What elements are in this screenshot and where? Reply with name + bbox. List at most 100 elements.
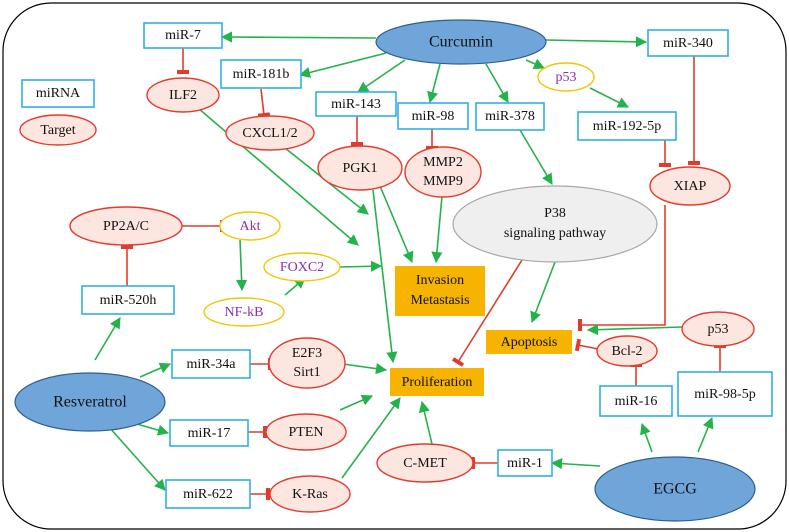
factor-p53-top-label: p53: [556, 70, 577, 85]
mirna-mir340: miR-340: [647, 29, 729, 57]
mirna-mir378-label: miR-378: [485, 109, 535, 124]
target-xiap: XIAP: [649, 166, 731, 206]
outcome-apoptosis: Apoptosis: [486, 330, 572, 354]
target-pten-label: PTEN: [289, 425, 324, 440]
factor-akt-label: Akt: [240, 219, 261, 234]
drug-resveratrol: Resveratrol: [14, 372, 166, 432]
arrow-pgk1-invasion: [379, 185, 414, 264]
drug-curcumin: Curcumin: [375, 19, 547, 65]
mirna-mir98-5p: miR-98-5p: [677, 371, 773, 417]
outcome-proliferation: Proliferation: [390, 368, 484, 396]
mirna-mir7: miR-7: [143, 22, 223, 49]
target-pp2a-label: PP2A/C: [103, 219, 149, 234]
arrow-curcumin-mir98: [427, 63, 441, 104]
legend-mirna-label: miRNA: [36, 86, 81, 101]
arrow-curcumin-mir7: [220, 31, 377, 43]
mirna-mir98-label: miR-98: [412, 109, 455, 124]
target-mmp: MMP2 MMP9: [404, 146, 482, 198]
target-e2f3-line1: E2F3: [292, 346, 322, 361]
target-cxcl: CXCL1/2: [225, 115, 315, 151]
mirna-mir34a: miR-34a: [171, 349, 251, 379]
arrow-curcumin-mir143: [357, 59, 406, 93]
mirna-mir98: miR-98: [397, 102, 469, 130]
mirna-mir34a-label: miR-34a: [187, 357, 237, 372]
mirna-mir181b-label: miR-181b: [233, 67, 290, 82]
target-cxcl-label: CXCL1/2: [242, 126, 297, 141]
mirna-mir17-label: miR-17: [188, 426, 231, 441]
arrow-p53-mir192: [589, 87, 630, 108]
mirna-mir143-label: miR-143: [331, 97, 381, 112]
mirna-mir17: miR-17: [169, 419, 249, 447]
mirna-mir622: miR-622: [165, 479, 251, 509]
target-e2f3: E2F3 Sirt1: [268, 337, 346, 389]
inhibit-bcl2-apoptosis: [574, 338, 599, 352]
mirna-mir378: miR-378: [475, 102, 545, 131]
mirna-mir1-label: miR-1: [507, 456, 543, 471]
target-bcl2-label: Bcl-2: [611, 344, 642, 359]
pathway-p38-line1: P38: [544, 206, 566, 221]
arrow-kras-proliferation: [341, 397, 401, 479]
arrow-foxc2-invasion: [339, 260, 383, 272]
target-e2f3-line2: Sirt1: [293, 365, 320, 380]
mirna-mir98-5p-label: miR-98-5p: [694, 387, 755, 402]
arrow-egcg-mir98-5p: [697, 416, 714, 453]
factor-nfkb-label: NF-kB: [225, 305, 264, 320]
arrow-resveratrol-mir520h: [94, 317, 121, 361]
target-ilf2: ILF2: [146, 77, 220, 113]
target-pgk1-label: PGK1: [342, 161, 377, 176]
legend-target-label: Target: [40, 123, 75, 138]
mirna-mir340-label: miR-340: [663, 36, 713, 51]
arrow-p38-apoptosis: [530, 261, 556, 324]
arrow-resveratrol-mir34a: [139, 362, 172, 378]
arrow-pgk1-proliferation: [372, 189, 398, 364]
pathway-p38: P38 signaling pathway: [452, 185, 658, 263]
factor-foxc2: FOXC2: [263, 252, 341, 282]
target-bcl2: Bcl-2: [596, 335, 658, 367]
target-kras-label: K-Ras: [292, 487, 328, 502]
target-cmet-label: C-MET: [403, 456, 447, 471]
outcome-invasion: Invasion Metastasis: [395, 266, 485, 316]
target-ilf2-label: ILF2: [169, 88, 197, 103]
target-mmp-line1: MMP2: [423, 155, 463, 170]
target-p53-bottom-label: p53: [708, 322, 729, 337]
target-xiap-label: XIAP: [674, 179, 707, 194]
target-pgk1: PGK1: [317, 145, 403, 191]
target-kras: K-Ras: [269, 475, 351, 513]
arrow-curcumin-p53: [525, 58, 546, 70]
target-cmet: C-MET: [376, 443, 474, 483]
target-pp2a: PP2A/C: [69, 206, 183, 246]
arrow-ilf2-proliferation: [197, 107, 359, 246]
mirna-mir1: miR-1: [497, 449, 553, 477]
target-pten: PTEN: [265, 413, 347, 451]
mirna-mir622-label: miR-622: [183, 487, 233, 502]
outcome-invasion-line1: Invasion: [416, 273, 464, 288]
drug-egcg-label: EGCG: [653, 481, 697, 498]
inhibit-mir181b-cxcl: [257, 88, 271, 118]
mirna-mir143: miR-143: [315, 91, 397, 117]
outcome-invasion-line2: Metastasis: [410, 293, 469, 308]
mirna-mir181b: miR-181b: [220, 59, 302, 89]
arrow-e2f3-proliferation: [342, 363, 388, 375]
legend-target: Target: [19, 114, 97, 146]
target-p53-bottom: p53: [681, 311, 755, 347]
arrow-egcg-mir16: [640, 422, 653, 453]
connectors: [94, 31, 726, 500]
arrow-mir378-p38: [519, 129, 553, 185]
arrow-egcg-mir1: [550, 458, 601, 470]
drug-resveratrol-label: Resveratrol: [53, 394, 127, 411]
arrow-resveratrol-mir622: [109, 427, 166, 491]
factor-foxc2-label: FOXC2: [280, 260, 324, 275]
arrow-mmp-invasion: [431, 195, 443, 264]
outcome-apoptosis-label: Apoptosis: [501, 335, 558, 350]
mirna-mir520h: miR-520h: [81, 285, 175, 315]
inhibit-p38-proliferation: [451, 259, 523, 367]
mirna-mir16: miR-16: [599, 385, 673, 417]
outcome-proliferation-label: Proliferation: [402, 375, 473, 390]
mirna-mir520h-label: miR-520h: [100, 293, 157, 308]
pathway-p38-line2: signaling pathway: [504, 226, 606, 241]
factor-p53-top: p53: [537, 62, 595, 92]
arrow-p53-apoptosis: [586, 324, 683, 336]
arrow-cmet-proliferation: [418, 400, 433, 445]
legend-mirna: miRNA: [21, 79, 95, 108]
